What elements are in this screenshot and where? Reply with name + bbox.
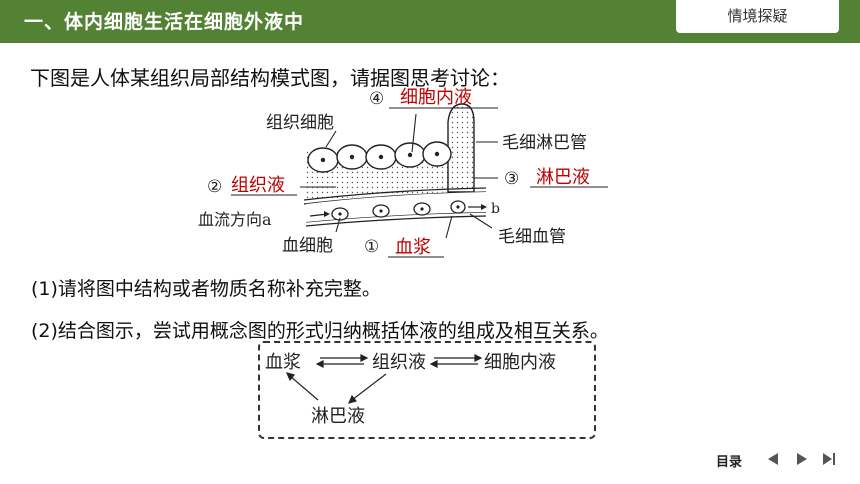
prev-icon[interactable] — [766, 452, 780, 466]
concept-intracellular: 细胞内液 — [484, 352, 556, 373]
header-bar: 一、体内细胞生活在细胞外液中 情境探疑 — [0, 0, 860, 43]
lymph-capillary-label: 毛细淋巴管 — [502, 133, 587, 153]
capillary-label: 毛细血管 — [498, 227, 566, 247]
section-tag-button[interactable]: 情境探疑 — [676, 0, 839, 33]
question-1: (1)请将图中结构或者物质名称补充完整。 — [31, 278, 381, 300]
menu-link[interactable]: 目录 — [716, 455, 743, 470]
answer-4: 细胞内液 — [400, 87, 472, 108]
answer-1: 血浆 — [395, 237, 431, 258]
concept-lymph: 淋巴液 — [311, 406, 365, 427]
number-4-label: ④ — [369, 89, 384, 109]
concept-map-box — [258, 341, 596, 439]
concept-tissue-fluid: 组织液 — [372, 352, 426, 373]
last-page-icon[interactable] — [822, 452, 836, 466]
tissue-cell-label: 组织细胞 — [266, 113, 334, 133]
lymph-capillary — [447, 103, 475, 193]
number-2-label: ② — [207, 177, 222, 197]
blood-cell-label: 血细胞 — [282, 236, 333, 256]
question-2: (2)结合图示，尝试用概念图的形式归纳概括体液的组成及相互关系。 — [31, 320, 609, 342]
section-title: 一、体内细胞生活在细胞外液中 — [24, 11, 305, 33]
concept-plasma: 血浆 — [265, 352, 301, 373]
answer-3: 淋巴液 — [536, 167, 590, 188]
next-icon[interactable] — [795, 452, 809, 466]
answer-2: 组织液 — [231, 175, 285, 196]
number-1-label: ① — [364, 237, 379, 257]
blood-flow-label: 血流方向a — [198, 210, 272, 229]
number-3-label: ③ — [504, 169, 519, 189]
intro-text: 下图是人体某组织局部结构模式图，请据图思考讨论： — [30, 66, 510, 90]
tissue-structure-diagram: ④ 组织细胞 毛细淋巴管 ② ③ 血流方向a b 毛细血管 血细胞 ① 细胞内液… — [198, 87, 608, 258]
blood-cells — [331, 200, 466, 221]
b-label: b — [491, 201, 500, 217]
